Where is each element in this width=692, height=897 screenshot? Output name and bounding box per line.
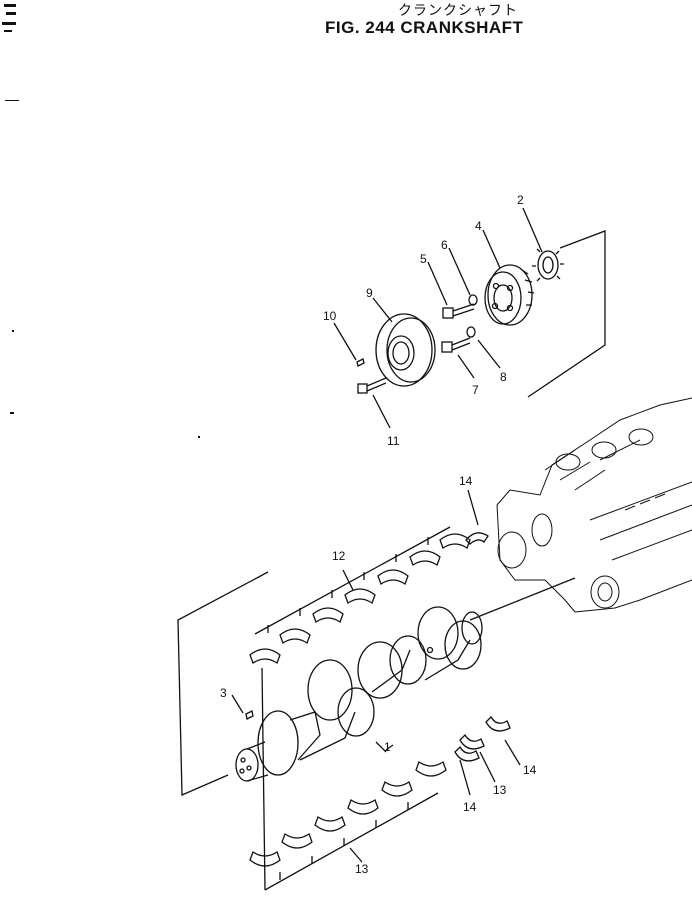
leader-1 — [385, 744, 394, 751]
callout-1: 1 — [384, 740, 391, 754]
callout-8: 8 — [500, 370, 507, 384]
leader-8 — [477, 339, 501, 369]
part-2-gear — [532, 248, 564, 282]
callout-9: 9 — [366, 286, 373, 300]
group-bracket-left — [177, 571, 269, 796]
callout-4: 4 — [475, 219, 482, 233]
leader-12 — [342, 569, 354, 591]
part-3-key — [245, 710, 254, 720]
callout-2: 2 — [517, 193, 524, 207]
part-8-washer — [466, 326, 476, 338]
callout-5: 5 — [420, 252, 427, 266]
leader-14a — [467, 489, 479, 526]
callout-14-lower-left: 14 — [463, 800, 477, 814]
callout-7: 7 — [472, 383, 479, 397]
callout-12: 12 — [332, 549, 346, 563]
callout-14-lower-right: 14 — [523, 763, 537, 777]
leader-7 — [457, 354, 475, 379]
part-10-pin — [356, 358, 365, 367]
engine-block-outline — [496, 397, 692, 613]
group-bracket-upper — [527, 230, 606, 398]
part-1-crankshaft — [235, 606, 483, 782]
callout-6: 6 — [441, 238, 448, 252]
part-14-upper-thrust — [465, 532, 489, 545]
part-11-bolt — [357, 377, 387, 394]
leader-3 — [231, 694, 244, 714]
part-14-lower-thrust-b — [485, 715, 511, 732]
front-assembly-group — [333, 207, 606, 429]
leader-5 — [427, 261, 448, 306]
part-5-bolt — [442, 303, 475, 319]
callout-14-upper: 14 — [459, 474, 473, 488]
part-12-upper-bearings — [249, 526, 471, 891]
leader-11 — [372, 394, 391, 429]
scan-artifacts — [2, 4, 200, 438]
crankshaft-axis-line — [469, 577, 576, 621]
leader-2 — [522, 207, 543, 253]
leader-4 — [482, 229, 501, 269]
leader-10 — [333, 322, 357, 361]
part-6-washer — [468, 294, 478, 306]
callout-11: 11 — [387, 434, 400, 448]
figure-title-japanese: クランクシャフト — [398, 3, 518, 19]
part-4-hub — [484, 264, 535, 326]
part-7-bolt — [441, 337, 471, 353]
callout-10: 10 — [323, 309, 337, 323]
leader-13a — [349, 847, 363, 863]
leader-14c — [504, 739, 521, 766]
leader-13b — [479, 751, 496, 783]
leader-14b — [459, 759, 471, 796]
part-9-pulley — [375, 313, 436, 387]
callout-13-thrust: 13 — [493, 783, 507, 797]
figure-title: FIG. 244 CRANKSHAFT — [325, 18, 524, 37]
callout-3: 3 — [220, 686, 227, 700]
leader-9 — [372, 297, 393, 323]
part-13-lower-bearings — [249, 761, 447, 891]
part-14-lower-thrust-a — [454, 745, 480, 762]
leader-6 — [448, 247, 471, 296]
callout-13-lower-row: 13 — [355, 862, 369, 876]
part-13-lower-thrust — [459, 733, 485, 750]
